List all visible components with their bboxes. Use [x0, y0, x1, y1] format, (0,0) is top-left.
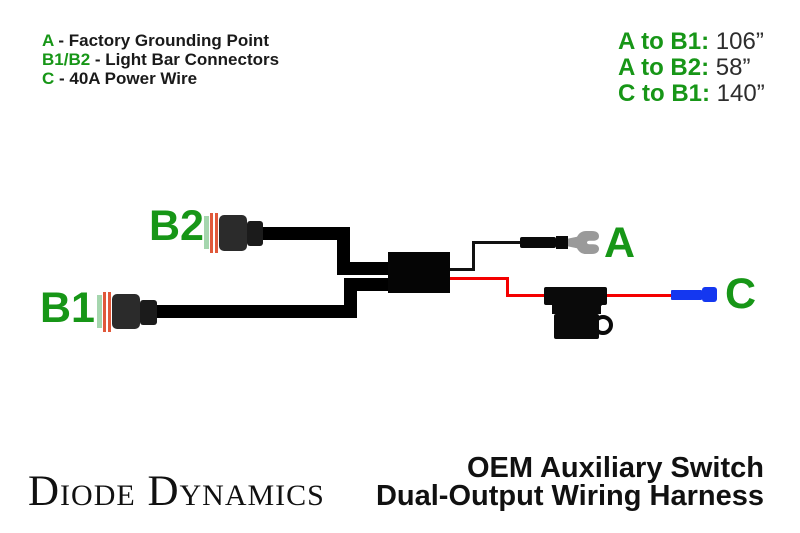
b2-connector-oring-1 [210, 213, 213, 253]
b1-connector-oring-2 [108, 292, 111, 332]
label-b2: B2 [149, 202, 204, 250]
legend-line-c: C - 40A Power Wire [42, 69, 279, 88]
ground-terminal-crimp [556, 236, 568, 249]
product-title-line-1: OEM Auxiliary Switch [466, 452, 764, 484]
legend-desc-b: - Light Bar Connectors [90, 50, 280, 69]
ground-wire-seg-1 [450, 268, 475, 271]
ground-wire-seg-3 [472, 241, 521, 244]
fuse-holder-cap [544, 287, 607, 305]
ground-wire-heatshrink [520, 237, 556, 248]
measure-label-1: A to B1: [618, 28, 710, 55]
b1-connector-seal [97, 295, 102, 328]
fuse-tether-loop-icon [593, 302, 613, 335]
measure-line-2: A to B2: 58” [618, 55, 765, 81]
b2-connector-boot [247, 221, 263, 246]
legend-key-a: A [42, 31, 54, 50]
b1-connector-body [112, 294, 140, 329]
label-c: C [725, 270, 757, 318]
power-wire-seg-1 [450, 277, 509, 280]
label-b1: B1 [40, 284, 95, 332]
legend-desc-c: - 40A Power Wire [54, 69, 198, 88]
brand-logo: Diode Dynamics [28, 468, 325, 515]
c-terminal-barrel [671, 290, 702, 300]
measure-value-3: 140” [716, 80, 765, 107]
b1-wire-horizontal [157, 305, 357, 318]
label-a: A [604, 219, 636, 267]
b2-wire-stub [337, 262, 388, 275]
legend-key-b: B1/B2 [42, 50, 91, 69]
legend-line-b: B1/B2 - Light Bar Connectors [42, 50, 279, 69]
b1-connector-boot [140, 300, 157, 325]
product-title-line-2: Dual-Output Wiring Harness [375, 480, 764, 512]
harness-junction-block [388, 252, 450, 293]
product-title: OEM Auxiliary Switch Dual-Output Wiring … [375, 452, 764, 512]
b2-connector-body [219, 215, 247, 251]
fork-terminal-icon [568, 231, 599, 254]
b1-wire-stub [344, 278, 388, 291]
measurements: A to B1: 106” A to B2: 58” C to B1: 140” [618, 29, 765, 107]
ground-wire-seg-2 [472, 241, 475, 271]
b2-connector-oring-2 [215, 213, 218, 253]
measure-label-3: C to B1: [618, 80, 710, 107]
legend-line-a: A - Factory Grounding Point [42, 31, 279, 50]
legend: A - Factory Grounding Point B1/B2 - Ligh… [42, 31, 279, 88]
measure-label-2: A to B2: [618, 54, 710, 81]
b1-connector-oring-1 [103, 292, 106, 332]
fuse-holder-neck [552, 305, 601, 314]
measure-value-2: 58” [715, 54, 751, 81]
c-terminal-tip [702, 287, 717, 302]
measure-value-1: 106” [715, 28, 764, 55]
b2-wire-horizontal [263, 227, 350, 240]
power-wire-seg-2 [506, 277, 509, 297]
legend-desc-a: - Factory Grounding Point [53, 31, 269, 50]
fuse-holder-body [554, 314, 599, 339]
measure-line-3: C to B1: 140” [618, 81, 765, 107]
b2-connector-seal [204, 216, 209, 249]
measure-line-1: A to B1: 106” [618, 29, 765, 55]
legend-key-c: C [42, 69, 55, 88]
